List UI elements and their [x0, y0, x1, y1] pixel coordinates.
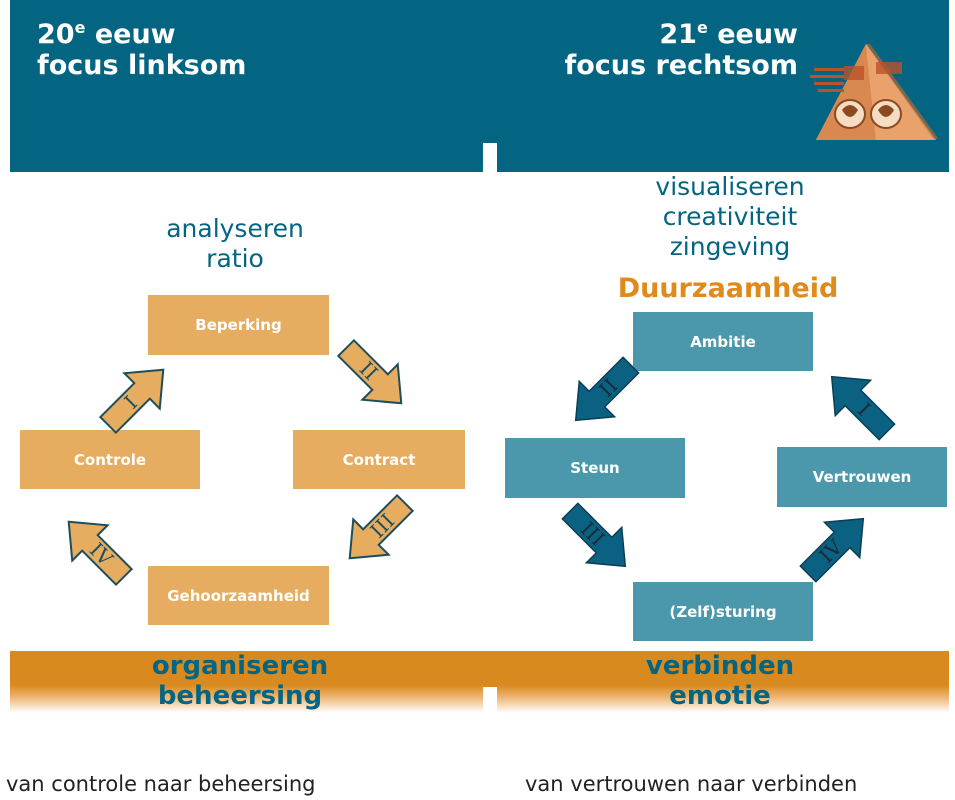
right-bottom-text: verbinden emotie: [645, 651, 795, 711]
left-caption: van controle naar beheersing: [6, 772, 316, 796]
bottom-divider: [483, 651, 497, 687]
left-arrow-1-label: I: [119, 391, 142, 414]
right-caption: van vertrouwen naar verbinden: [525, 772, 858, 796]
right-heading: 21e eeuw focus rechtsom: [564, 18, 798, 81]
left-bottom-text: organiseren beheersing: [151, 651, 329, 711]
left-arrow-4: IV: [50, 503, 143, 596]
left-heading: 20e eeuw focus linksom: [37, 18, 247, 81]
ambitie-box: Ambitie: [633, 312, 813, 371]
right-arrow-3-label: III: [576, 517, 610, 551]
left-arrow-2: II: [327, 329, 420, 422]
contract-box: Contract: [293, 430, 465, 489]
right-arrow-2-label: II: [594, 374, 622, 402]
vertrouwen-box: Vertrouwen: [777, 447, 947, 507]
right-arrow-1-label: I: [853, 398, 876, 421]
right-top-text: visualiseren creativiteit zingeving: [655, 172, 805, 261]
left-top-text: analyseren ratio: [166, 214, 304, 273]
zelfsturing-box: (Zelf)sturing: [633, 582, 813, 641]
left-header-band: [10, 0, 483, 172]
right-arrow-1: I: [813, 358, 906, 451]
right-arrow-4: IV: [789, 500, 882, 593]
left-arrow-3-label: III: [365, 509, 399, 543]
footer-tagline: • Uw Toekomst en Ontwikkeling • Onze Pas…: [300, 712, 613, 726]
left-arrow-1: I: [89, 351, 182, 444]
header-divider: [483, 0, 497, 143]
beperking-box: Beperking: [148, 295, 329, 355]
left-bottom-band: [10, 651, 483, 713]
right-arrow-3: III: [551, 492, 644, 585]
steun-box: Steun: [505, 438, 685, 498]
right-bottom-band: [497, 651, 949, 713]
duurzaamheid-label: Duurzaamheid: [617, 273, 839, 304]
left-arrow-3: III: [331, 484, 424, 577]
pyramid-logo-icon: [810, 44, 938, 140]
left-arrow-4-label: IV: [85, 538, 118, 571]
left-arrow-2-label: II: [355, 357, 383, 385]
controle-box: Controle: [20, 430, 200, 489]
gehoorzaamheid-box: Gehoorzaamheid: [148, 566, 329, 625]
right-arrow-4-label: IV: [814, 534, 847, 567]
